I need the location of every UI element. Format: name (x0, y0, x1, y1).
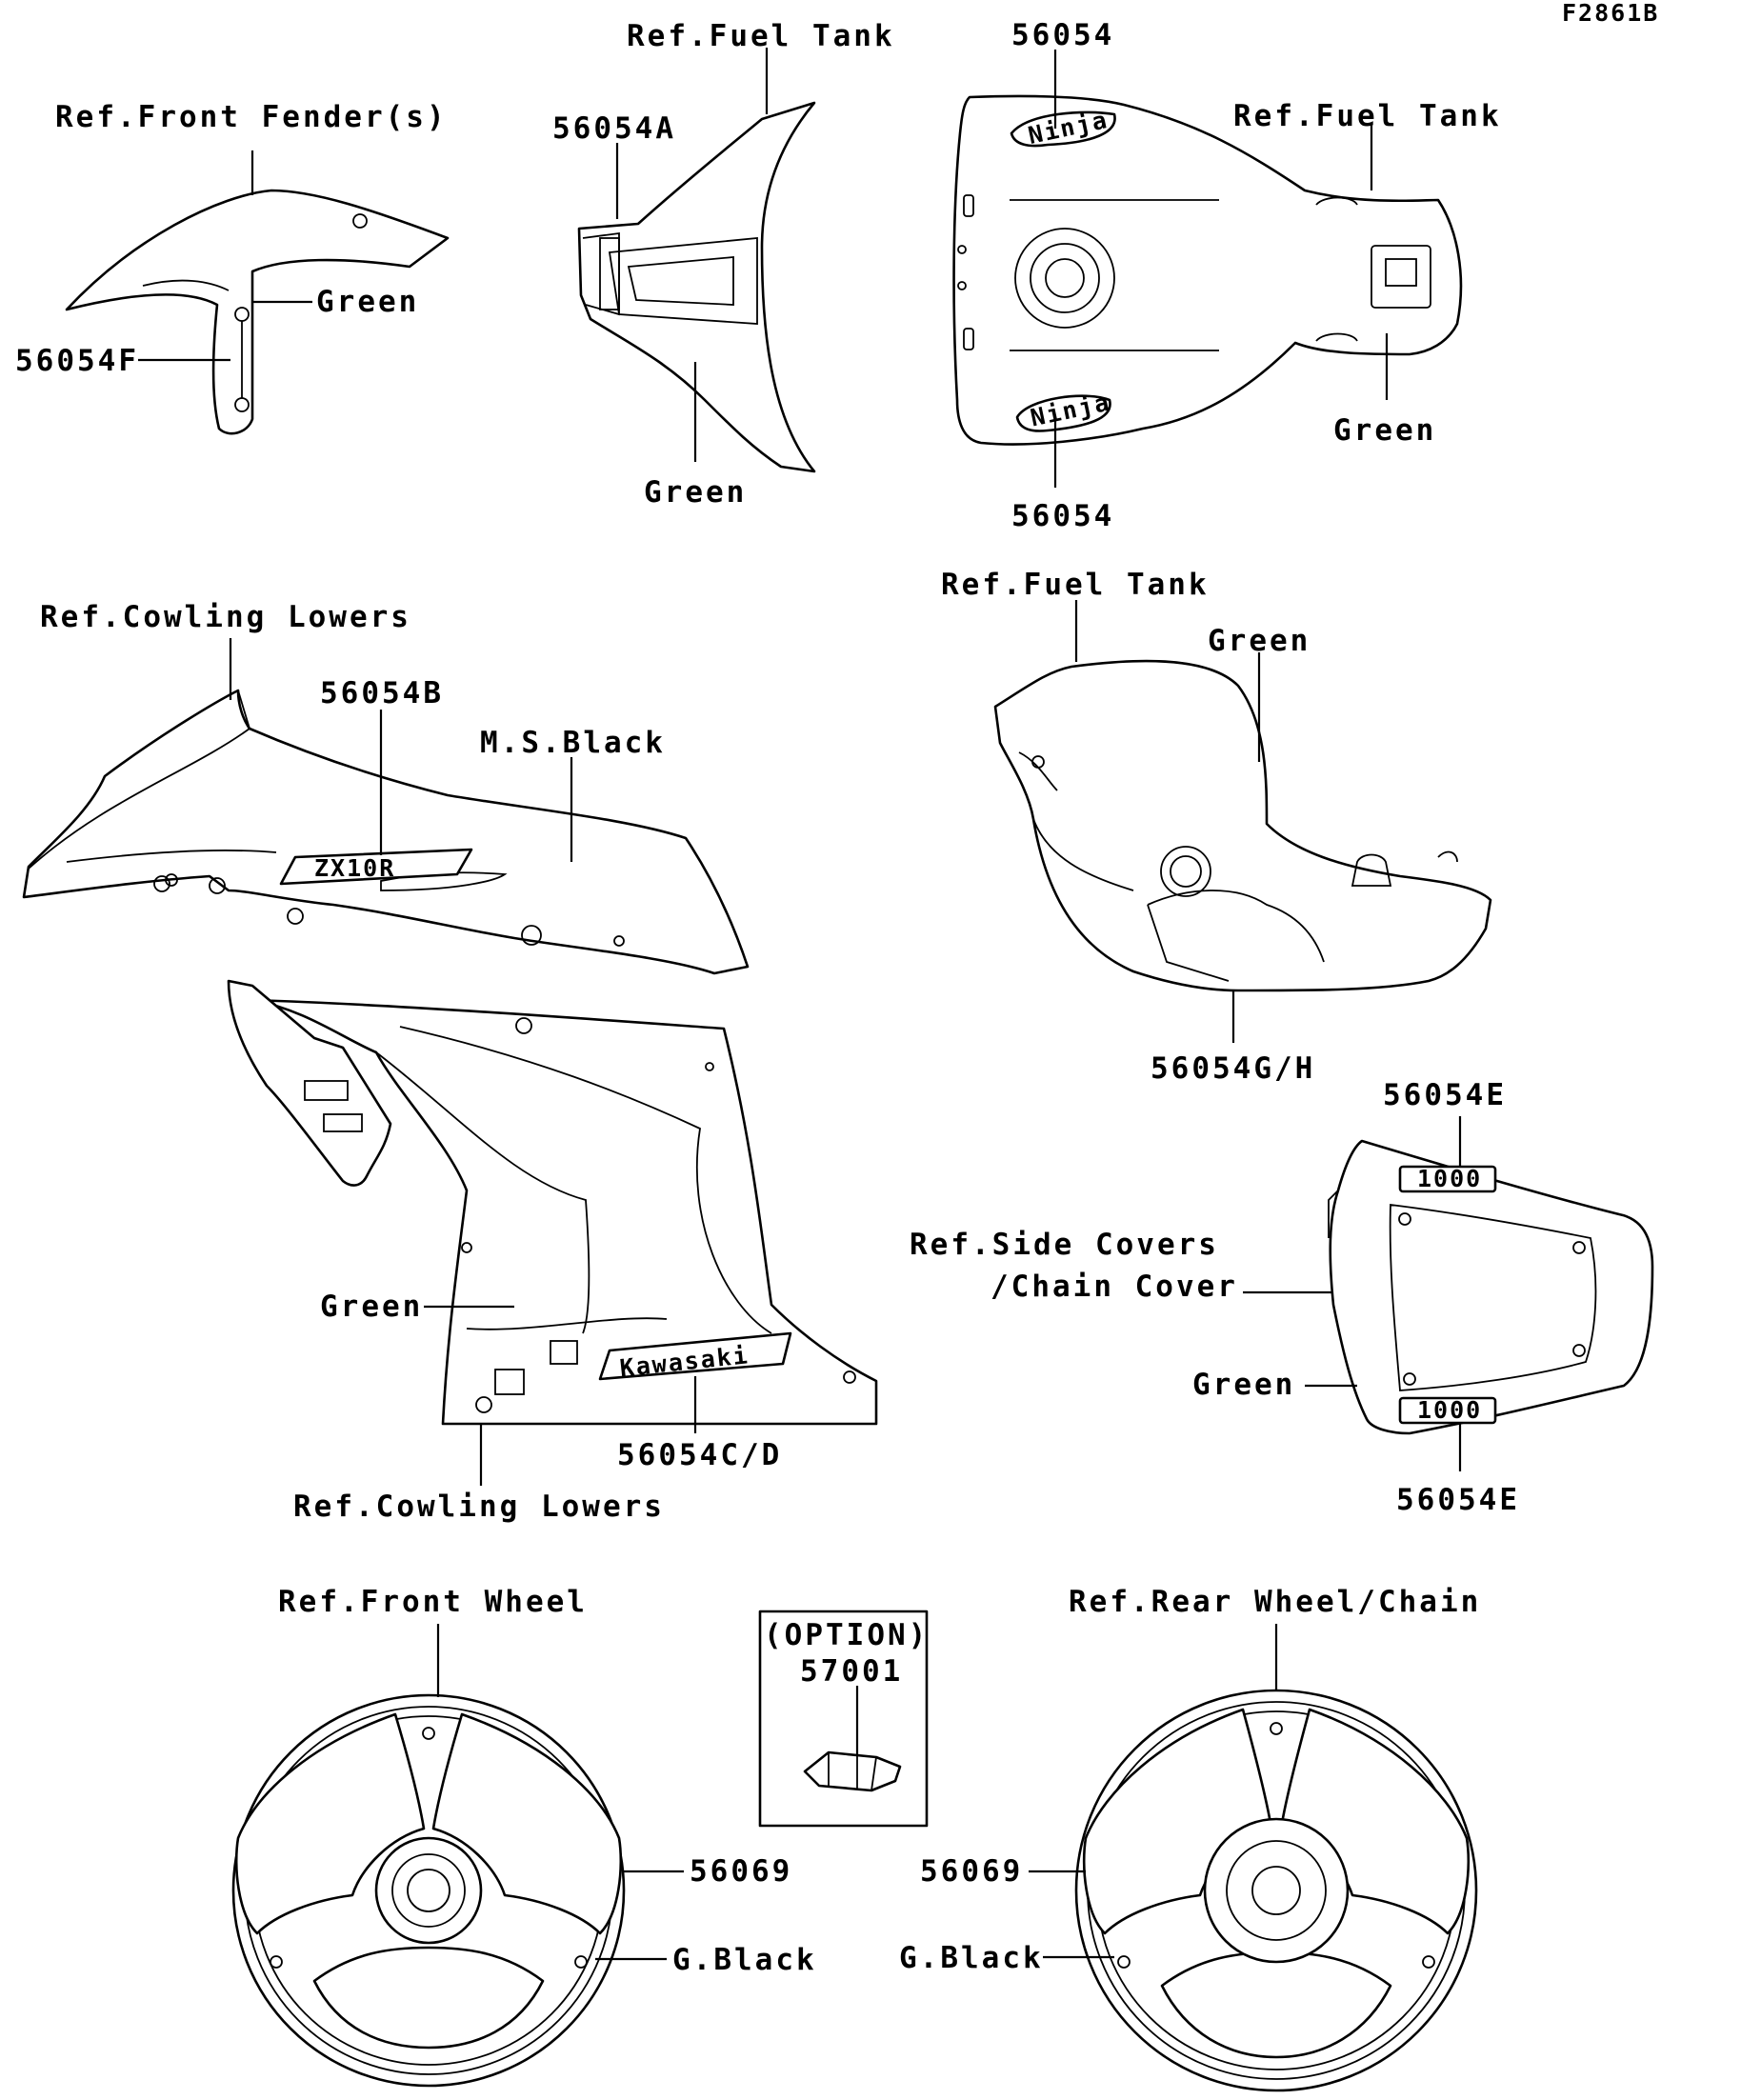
side-covers: 1000 1000 (1328, 1139, 1654, 1435)
zx10r-decal-text: ZX10R (314, 854, 395, 882)
fairing-part-label: 56054C/D (617, 1438, 782, 1472)
fuel-tank-side (993, 659, 1492, 992)
rear-wheel-ref-label: Ref.Rear Wheel/Chain (1069, 1585, 1481, 1619)
tank-top-ref-label: Ref.Fuel Tank (1233, 99, 1502, 133)
fender-ref-label: Ref.Front Fender(s) (55, 100, 448, 134)
tail-color-label: Green (644, 475, 747, 510)
front-fender (65, 189, 450, 435)
tank-side-part-label: 56054G/H (1151, 1051, 1315, 1086)
rear-wheel-part-label: 56069 (920, 1854, 1023, 1889)
1000-decal-top-text: 1000 (1417, 1165, 1482, 1192)
tank-side-ref-label: Ref.Fuel Tank (941, 568, 1210, 602)
cover-part-bottom-label: 56054E (1396, 1483, 1520, 1517)
fender-color-label: Green (316, 285, 419, 319)
tank-bottom-part-label: 56054 (1011, 499, 1114, 533)
fairing-color-label: Green (320, 1290, 423, 1324)
fender-part-label: 56054F (15, 344, 139, 378)
tail-ref-label: Ref.Fuel Tank (627, 19, 895, 53)
cover-color-label: Green (1192, 1368, 1295, 1402)
rear-wheel (1074, 1689, 1478, 2092)
cover-part-top-label: 56054E (1383, 1078, 1507, 1112)
lower-ref-label: Ref.Cowling Lowers (40, 600, 411, 634)
side-fairing: Kawasaki (227, 979, 878, 1426)
cowling-lower: ZX10R (22, 689, 750, 975)
front-wheel-color-label: G.Black (672, 1943, 817, 1977)
tank-top-part-label: 56054 (1011, 18, 1114, 52)
1000-decal-bottom: 1000 (1398, 1396, 1497, 1425)
figure-code: F2861B (1562, 0, 1659, 27)
option-part-label: 57001 (800, 1654, 903, 1689)
fuel-tank-top: Ninja Ninja (952, 94, 1463, 446)
tail-part-label: 56054A (552, 111, 676, 146)
tail-cowl (577, 101, 816, 473)
option-label: (OPTION) (764, 1618, 929, 1652)
front-wheel-ref-label: Ref.Front Wheel (278, 1585, 588, 1619)
cover-ref-line1: Ref.Side Covers (910, 1228, 1219, 1262)
tank-side-color-label: Green (1208, 624, 1311, 658)
1000-decal-top: 1000 (1398, 1165, 1497, 1193)
lower-part-label: 56054B (320, 676, 444, 710)
front-wheel-part-label: 56069 (690, 1854, 792, 1889)
zx10r-decal: ZX10R (279, 848, 473, 886)
1000-decal-bottom-text: 1000 (1417, 1396, 1482, 1424)
front-wheel (231, 1693, 626, 2088)
option-box (758, 1610, 929, 1828)
fairing-ref-label: Ref.Cowling Lowers (293, 1490, 665, 1524)
tank-top-color-label: Green (1333, 413, 1436, 448)
rear-wheel-color-label: G.Black (899, 1941, 1044, 1975)
cover-ref-line2: /Chain Cover (991, 1270, 1238, 1304)
lower-color-label: M.S.Black (480, 726, 666, 760)
